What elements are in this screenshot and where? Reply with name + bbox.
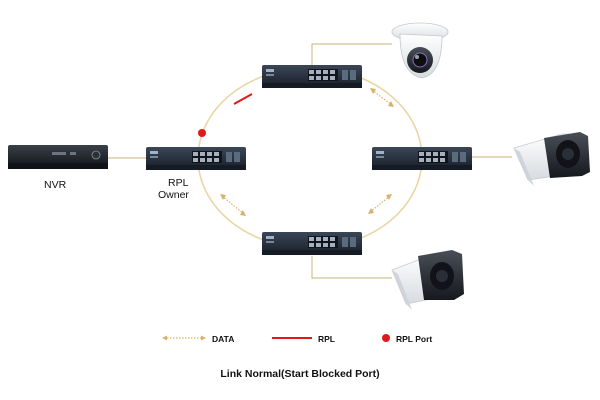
connection-lines — [108, 43, 512, 279]
bullet-camera-icon — [513, 132, 590, 186]
legend-rpl-port-label: RPL Port — [396, 334, 432, 344]
rpl-owner-label-line1: RPL — [168, 177, 189, 189]
legend-data-arrow-left — [162, 335, 167, 341]
data-arrow-top-right — [371, 89, 393, 106]
legend: DATA RPL RPL Port — [162, 334, 432, 344]
legend-rpl-label: RPL — [318, 334, 335, 344]
rpl-owner-label-line2: Owner — [158, 189, 189, 201]
rpl-blocked-link — [233, 93, 253, 105]
data-arrows — [221, 89, 393, 215]
data-arrow-heads — [220, 88, 394, 216]
dome-camera-icon — [391, 22, 449, 79]
rpl-port-dot — [198, 129, 206, 137]
nvr-recorder-icon — [8, 145, 108, 169]
link-bottom-bullet-camera — [311, 256, 392, 279]
switch-bottom-icon — [262, 232, 362, 255]
switch-top-icon — [262, 65, 362, 88]
bullet-camera-bottom-icon — [391, 250, 464, 310]
diagram-caption: Link Normal(Start Blocked Port) — [220, 368, 379, 380]
legend-data-label: DATA — [212, 334, 234, 344]
data-arrow-bottom-left — [221, 195, 245, 215]
link-top-dome-camera — [311, 43, 392, 70]
legend-data-arrow-right — [201, 335, 206, 341]
legend-rpl-port-dot — [382, 334, 390, 342]
nvr-label: NVR — [44, 179, 67, 191]
data-arrow-bottom-right — [369, 195, 391, 213]
switch-right-icon — [372, 147, 472, 170]
switch-rpl-owner-icon — [146, 147, 246, 170]
